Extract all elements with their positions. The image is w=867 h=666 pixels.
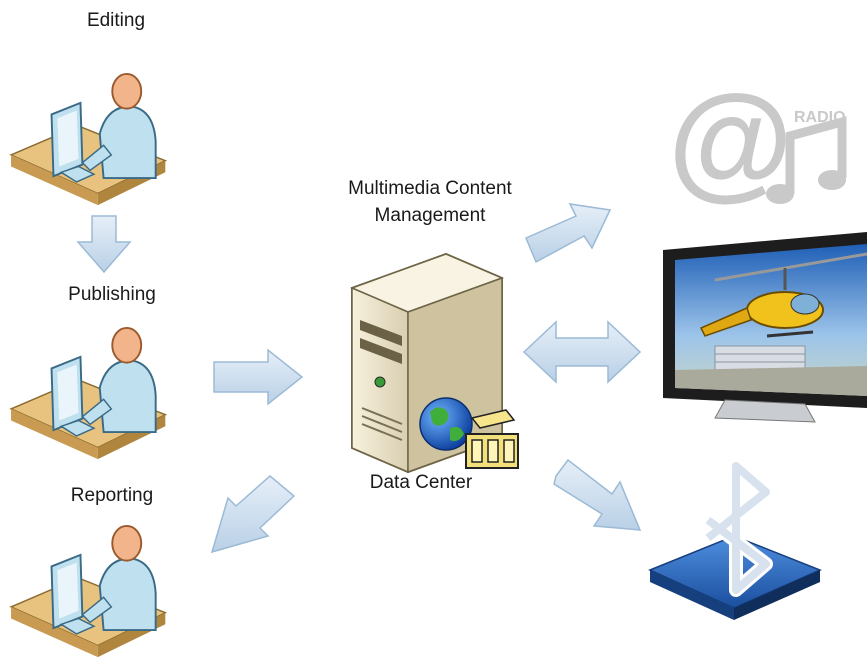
right-arrow-to-server-icon bbox=[212, 348, 304, 406]
radio-badge-text: RADIO bbox=[794, 109, 846, 126]
step-label-publishing: Publishing bbox=[68, 284, 156, 305]
internet-radio-logo: @ RADIO bbox=[662, 69, 862, 212]
step-label-reporting: Reporting bbox=[70, 485, 154, 506]
person-at-desk-editing-icon bbox=[8, 72, 178, 207]
server-tower-icon bbox=[346, 248, 526, 478]
bluetooth-icon bbox=[648, 459, 822, 630]
content-management-title-line2: Management bbox=[374, 205, 486, 226]
bidirectional-arrow-tv-icon bbox=[522, 320, 642, 384]
down-arrow-icon bbox=[76, 214, 132, 274]
person-at-desk-publishing-icon bbox=[8, 326, 178, 461]
arrow-to-bluetooth-icon bbox=[552, 454, 644, 536]
flat-screen-tv-icon bbox=[655, 228, 867, 428]
person-at-desk-reporting-icon bbox=[8, 524, 178, 659]
arrow-to-radio-icon bbox=[522, 192, 612, 272]
data-center-label: Data Center bbox=[369, 472, 473, 493]
arrow-from-server-to-reporting-icon bbox=[202, 475, 298, 560]
content-management-title-line1: Multimedia Content bbox=[348, 178, 512, 199]
step-label-editing: Editing bbox=[86, 10, 146, 31]
